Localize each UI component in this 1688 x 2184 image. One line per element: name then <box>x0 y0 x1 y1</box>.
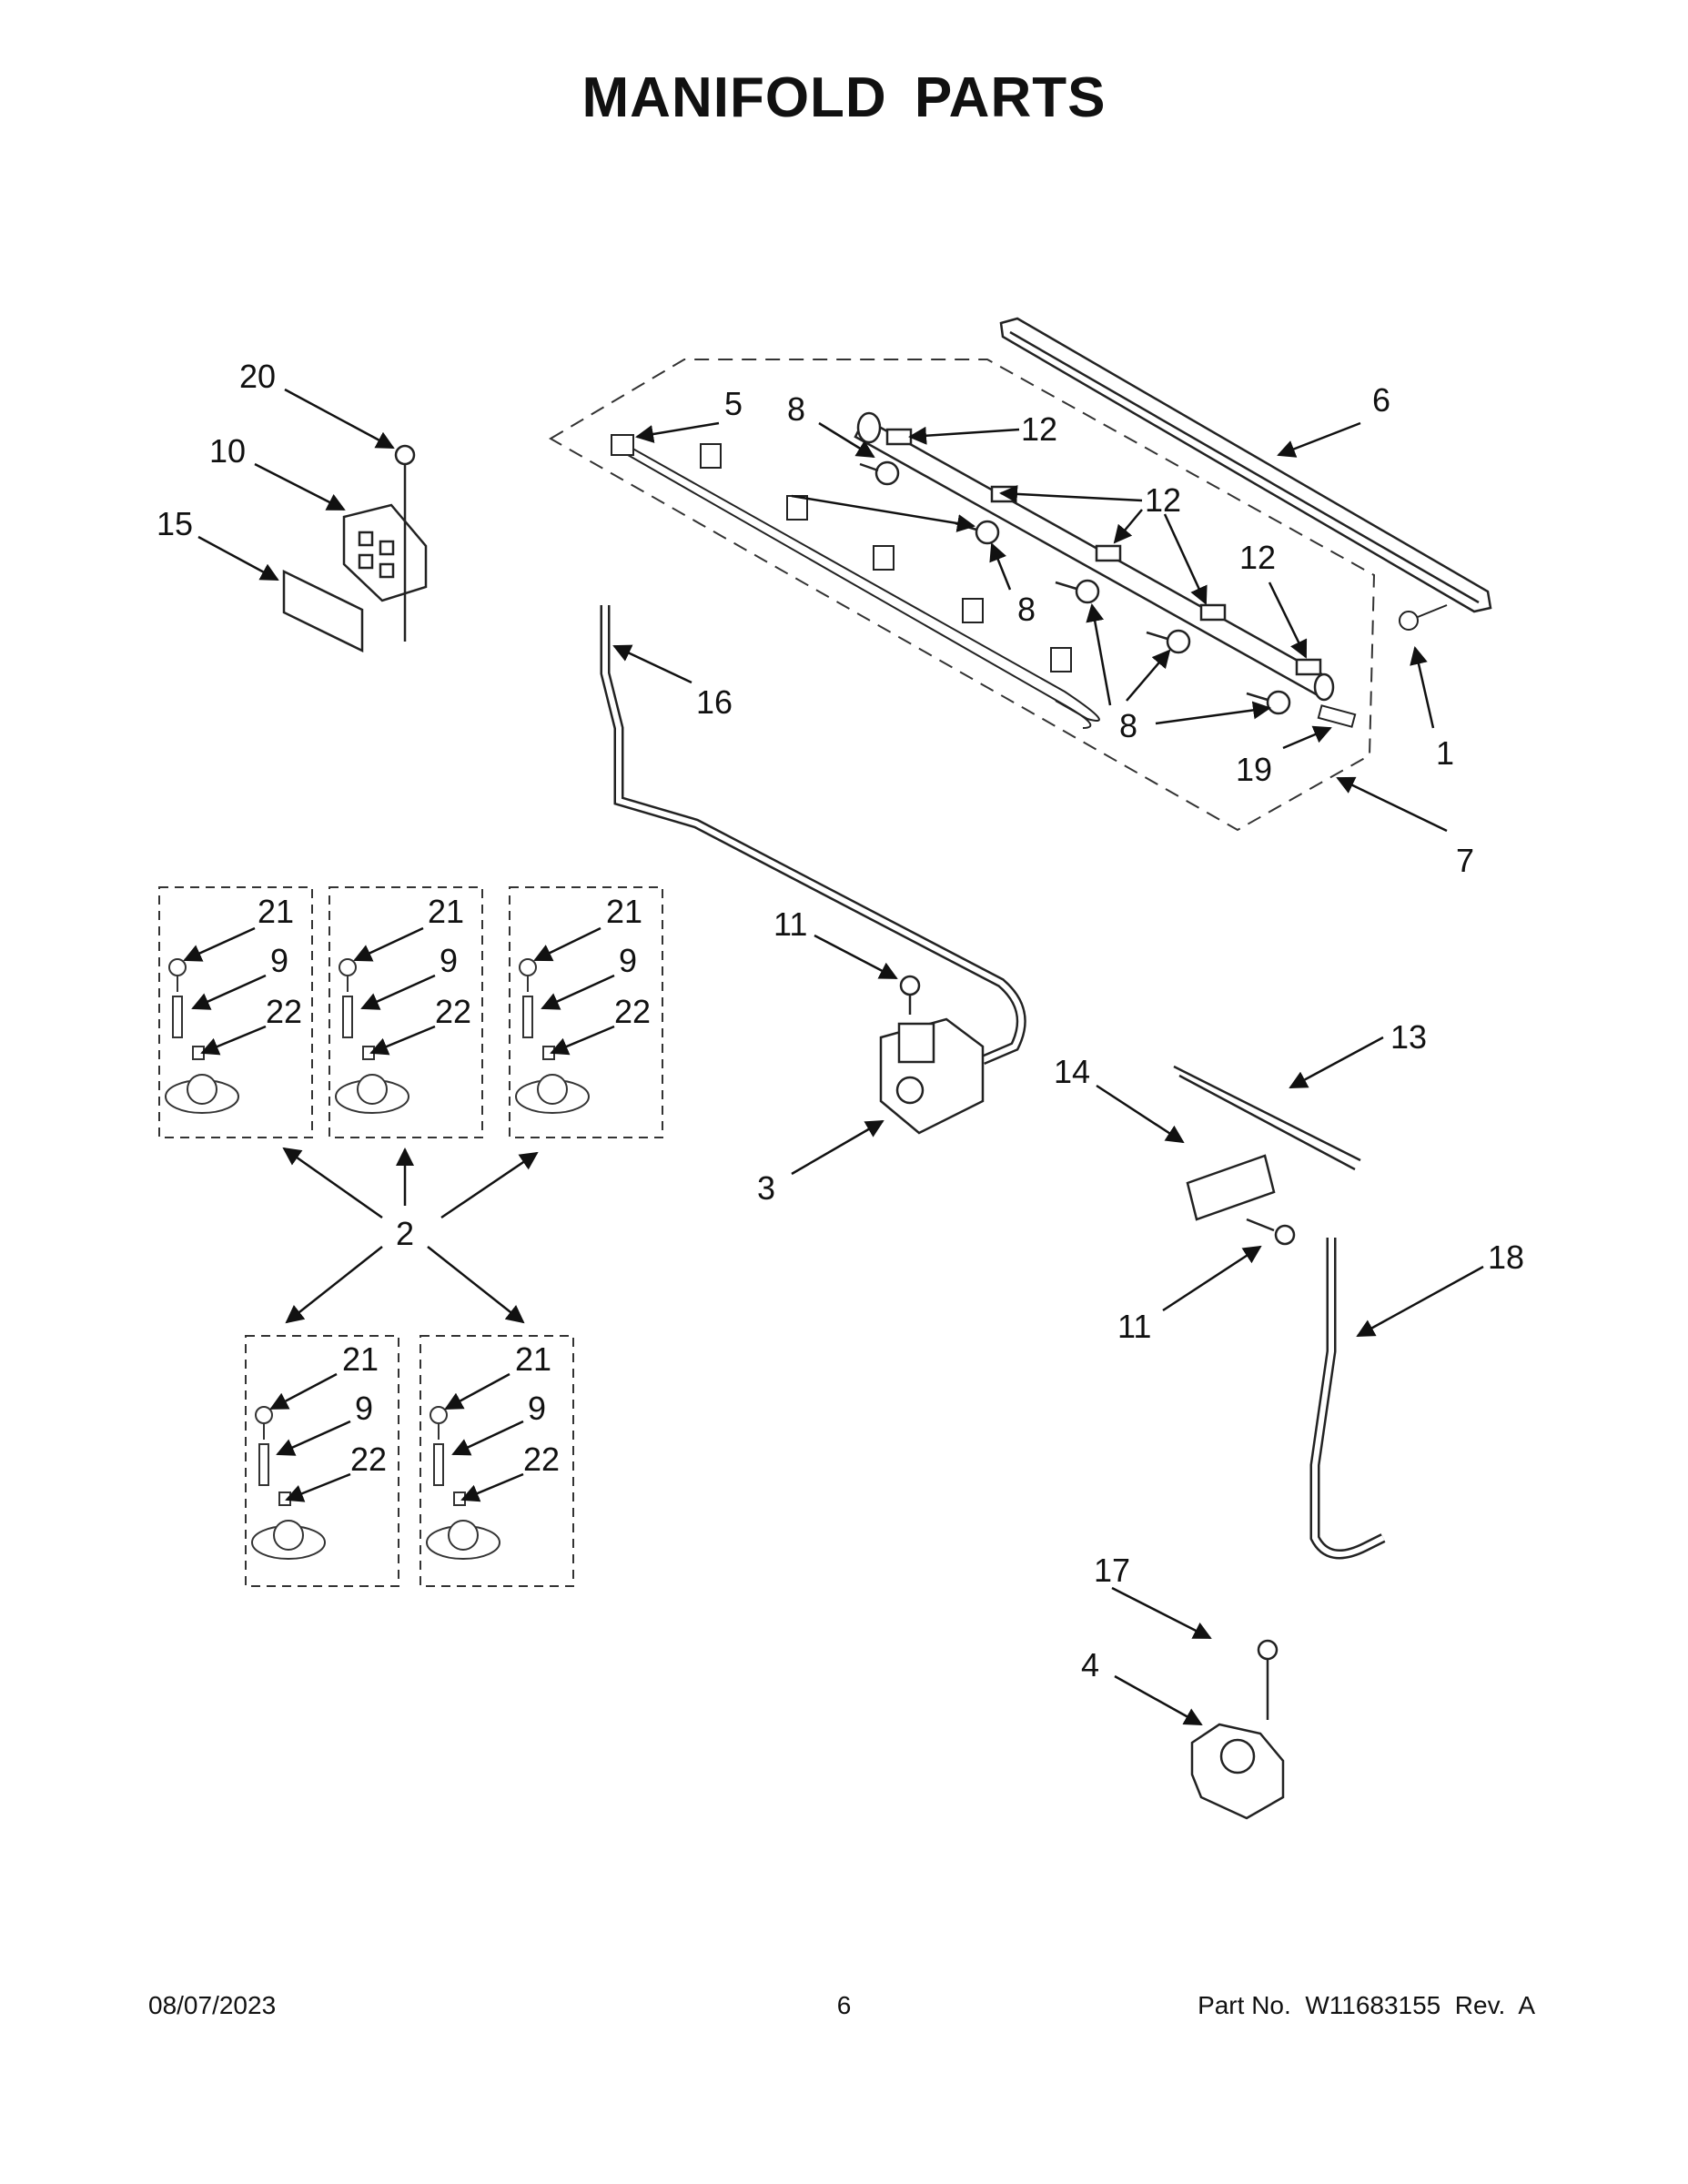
callout-21: 21 <box>606 893 642 930</box>
callout-5: 5 <box>724 385 743 422</box>
callout-9: 9 <box>270 942 288 979</box>
page-title: MANIFOLD PARTS <box>581 66 1107 129</box>
callout-9: 9 <box>619 942 637 979</box>
callout-13: 13 <box>1390 1018 1427 1056</box>
callout-17: 17 <box>1094 1552 1130 1589</box>
part-8-valve <box>1146 629 1191 654</box>
part-8-valve <box>859 460 900 486</box>
callout-21: 21 <box>258 893 294 930</box>
callout-11: 11 <box>773 905 807 943</box>
callout-11: 11 <box>1117 1308 1151 1345</box>
part-13-electrode <box>1173 1065 1361 1171</box>
callout-15: 15 <box>157 505 193 542</box>
part-4-regulator <box>1190 1723 1285 1820</box>
callout-9: 9 <box>440 942 458 979</box>
leader-arrows <box>183 388 1484 1726</box>
callout-2: 2 <box>396 1215 414 1252</box>
manifold-tube <box>854 411 1335 715</box>
callout-14: 14 <box>1054 1053 1090 1090</box>
callout-6: 6 <box>1372 381 1390 419</box>
callout-18: 18 <box>1488 1239 1524 1276</box>
callout-9: 9 <box>355 1390 373 1427</box>
manifold-assembly-boundary <box>549 359 1376 832</box>
part-11-screw <box>1246 1218 1296 1246</box>
callout-8: 8 <box>787 390 805 428</box>
part-17-screw <box>1257 1639 1279 1720</box>
callout-22: 22 <box>435 993 471 1030</box>
part-3-valve <box>879 1017 985 1135</box>
part-6-manifold-bracket <box>999 317 1492 613</box>
callout-19: 19 <box>1236 751 1272 788</box>
footer-part-number: Part No. W11683155 Rev. A <box>1198 1991 1535 2019</box>
part-14-bracket <box>1186 1154 1276 1221</box>
part-19-fitting <box>1317 704 1357 728</box>
callout-9: 9 <box>528 1390 546 1427</box>
callout-12: 12 <box>1145 481 1181 519</box>
part-16-gas-tube <box>600 605 1026 1066</box>
callout-7: 7 <box>1456 842 1474 879</box>
callout-1: 1 <box>1436 734 1454 772</box>
part-15-plate <box>282 569 364 653</box>
callout-22: 22 <box>266 993 302 1030</box>
callout-21: 21 <box>342 1340 379 1378</box>
footer-date: 08/07/2023 <box>148 1991 277 2019</box>
callout-12: 12 <box>1239 539 1276 576</box>
burner-box-3 <box>509 886 663 1138</box>
callout-20: 20 <box>239 358 276 395</box>
callout-12: 12 <box>1021 410 1057 448</box>
callout-8: 8 <box>1017 591 1036 628</box>
callout-3: 3 <box>757 1169 775 1207</box>
burner-box-1 <box>158 886 313 1138</box>
part-1-screw <box>1399 604 1448 631</box>
part-20-screw <box>394 444 416 642</box>
callout-4: 4 <box>1081 1646 1099 1684</box>
footer-page-number: 6 <box>836 1991 852 2019</box>
callout-22: 22 <box>614 993 651 1030</box>
callout-labels: 20 10 15 5 8 12 12 12 6 8 8 16 19 1 7 11… <box>157 358 1524 1684</box>
burner-box-5 <box>419 1335 574 1587</box>
part-8-valve <box>1055 579 1100 604</box>
callout-21: 21 <box>515 1340 551 1378</box>
part-10-terminal-block <box>342 503 428 602</box>
callout-10: 10 <box>209 432 246 470</box>
part-5-wire-harness <box>611 434 1100 729</box>
callout-21: 21 <box>428 893 464 930</box>
callout-22: 22 <box>350 1441 387 1478</box>
callout-22: 22 <box>523 1441 560 1478</box>
callout-16: 16 <box>696 683 733 721</box>
part-11-screw <box>899 975 921 1015</box>
callout-8: 8 <box>1119 707 1137 744</box>
